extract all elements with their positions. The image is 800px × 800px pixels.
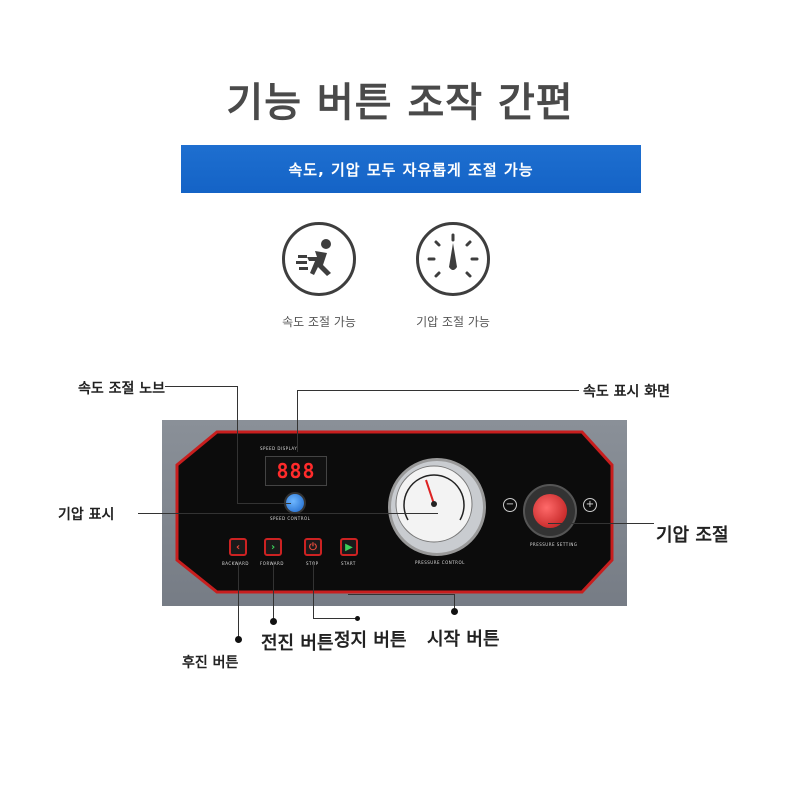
pressure-display-callout: 기압 표시 (58, 507, 115, 523)
speed-led-display: 888 (265, 456, 327, 486)
start-button-callout: 시작 버튼 (427, 629, 500, 650)
pressure-regulator[interactable] (523, 484, 577, 538)
callout-line-pressure-display (138, 513, 438, 514)
stop-button-callout: 정지 버튼 (334, 630, 407, 651)
backward-button-callout: 후진 버튼 (182, 655, 239, 671)
page-title: 기능 버튼 조작 간편 (226, 80, 574, 126)
feature-pressure-label: 기압 조절 가능 (416, 315, 490, 329)
feature-speed-label: 속도 조절 가능 (282, 315, 356, 329)
callout-line-speed-display-v (297, 390, 298, 452)
stop-label: STOP (306, 561, 319, 566)
forward-label: FORWARD (260, 561, 284, 566)
callout-dot-stop (355, 616, 360, 621)
play-icon: ▶ (345, 541, 353, 553)
start-button[interactable]: ▶ (340, 538, 358, 556)
chevron-right-icon: › (270, 541, 276, 553)
callout-line-stop-h (313, 618, 357, 619)
callout-line-pressure-adjust (548, 523, 654, 524)
chevron-left-icon: ‹ (235, 541, 241, 553)
speed-display-label: SPEED DISPLAY (260, 446, 298, 451)
callout-line-start-v (454, 594, 455, 612)
backward-button[interactable]: ‹ (229, 538, 247, 556)
running-person-icon (282, 222, 356, 296)
minus-icon: − (503, 498, 517, 512)
speed-knob-callout: 속도 조절 노브 (78, 381, 166, 397)
speed-display-callout: 속도 표시 화면 (583, 384, 671, 400)
forward-button-callout: 전진 버튼 (261, 633, 334, 654)
speed-control-label: SPEED CONTROL (270, 516, 311, 521)
pressure-setting-label: PRESSURE SETTING (530, 542, 578, 547)
callout-line-speed-knob-h (165, 386, 237, 387)
forward-button[interactable]: › (264, 538, 282, 556)
start-label: START (341, 561, 356, 566)
callout-line-speed-display-h (297, 390, 579, 391)
callout-dot-backward (235, 636, 242, 643)
pressure-control-label: PRESSURE CONTROL (415, 560, 465, 565)
callout-dot-forward (270, 618, 277, 625)
callout-line-speed-knob-h2 (237, 503, 291, 504)
callout-line-backward (238, 562, 239, 640)
callout-dot-start (451, 608, 458, 615)
feature-banner: 속도, 기압 모두 자유롭게 조절 가능 (181, 145, 641, 193)
pressure-adjust-callout: 기압 조절 (656, 525, 729, 546)
pressure-gauge (388, 458, 486, 556)
callout-line-forward (273, 562, 274, 622)
callout-line-speed-knob-v (237, 386, 238, 504)
power-icon: ⏻ (309, 541, 317, 553)
gauge-icon (416, 222, 490, 296)
callout-line-stop-v (313, 562, 314, 618)
plus-icon: + (583, 498, 597, 512)
banner-text: 속도, 기압 모두 자유롭게 조절 가능 (288, 160, 534, 179)
callout-line-start-h (348, 594, 454, 595)
stop-button[interactable]: ⏻ (304, 538, 322, 556)
backward-label: BACKWARD (222, 561, 250, 566)
